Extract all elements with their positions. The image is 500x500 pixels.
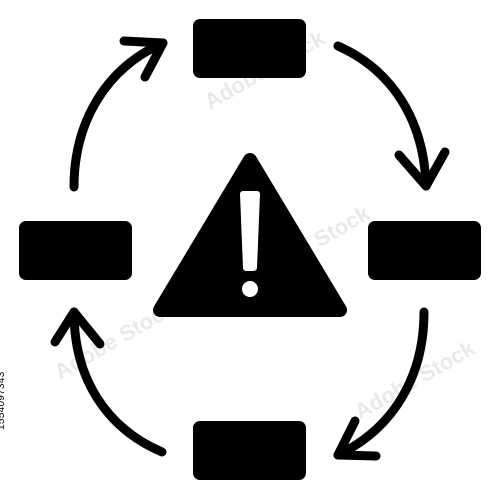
arrow-top-left	[69, 38, 168, 192]
svg-text:Adobe Stock: Adobe Stock	[50, 295, 180, 384]
exclamation-dot	[242, 281, 258, 297]
arrow-bottom-left	[69, 307, 167, 457]
image-id-text: 1554097343	[0, 371, 7, 430]
arrowhead-bottom-right	[333, 416, 381, 461]
arrowhead-top-right	[394, 147, 450, 191]
arrowhead-top-left	[119, 36, 168, 82]
arrowhead-bottom-left	[50, 307, 105, 349]
node-right	[368, 221, 481, 280]
warning-triangle-icon	[153, 153, 347, 317]
arrow-top-right	[333, 41, 431, 191]
node-top	[193, 19, 306, 78]
node-left	[19, 221, 132, 280]
arrow-bottom-right	[333, 307, 429, 460]
node-bottom	[193, 421, 306, 480]
svg-text:Adobe Stock: Adobe Stock	[350, 335, 480, 424]
exclamation-mark	[240, 191, 260, 271]
